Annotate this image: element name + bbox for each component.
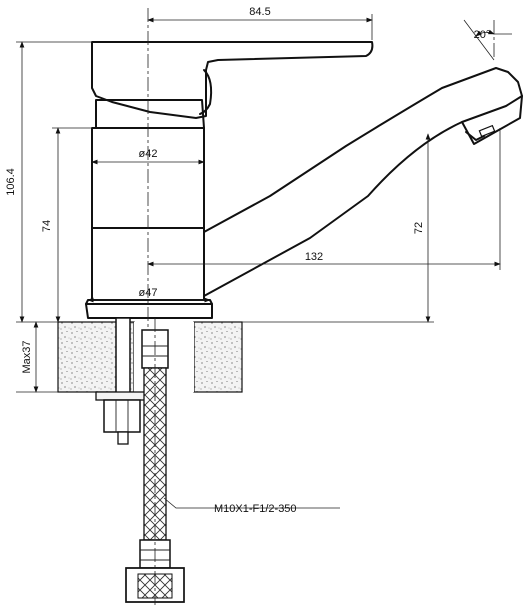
stud-end bbox=[117, 431, 129, 445]
mounting-hardware bbox=[95, 317, 151, 445]
handle-knob bbox=[199, 69, 213, 115]
faucet-body bbox=[85, 41, 523, 319]
supply-hose bbox=[125, 329, 185, 603]
label-height: 106.4 bbox=[5, 168, 17, 196]
spout bbox=[203, 67, 523, 297]
label-spout-reach: 132 bbox=[305, 251, 323, 263]
dimension-spout-angle bbox=[475, 29, 495, 37]
label-body-height: 74 bbox=[41, 220, 53, 232]
label-diameter-top: ø42 bbox=[139, 148, 158, 160]
label-max-thickness: Max37 bbox=[21, 340, 33, 373]
label-total-width: 84.5 bbox=[249, 6, 270, 18]
dimension-lines bbox=[16, 14, 512, 509]
label-hose: M10X1-F1/2-350 bbox=[214, 503, 297, 515]
dimension-labels: 84.5 106.4 74 Max37 ø42 ø47 132 72 20° M… bbox=[5, 6, 490, 515]
cartridge-cap bbox=[95, 99, 205, 129]
label-spout-height: 72 bbox=[413, 222, 425, 234]
handle-lever bbox=[91, 41, 374, 119]
aerator-tip bbox=[478, 124, 496, 138]
label-spout-angle: 20° bbox=[474, 29, 491, 41]
label-diameter-base: ø47 bbox=[139, 287, 158, 299]
countertop-right-block bbox=[193, 321, 243, 393]
center-lines bbox=[147, 8, 495, 605]
hose-leader bbox=[163, 497, 340, 509]
mounting-nut bbox=[103, 399, 141, 433]
base-flange bbox=[85, 299, 213, 319]
washer bbox=[95, 391, 151, 401]
